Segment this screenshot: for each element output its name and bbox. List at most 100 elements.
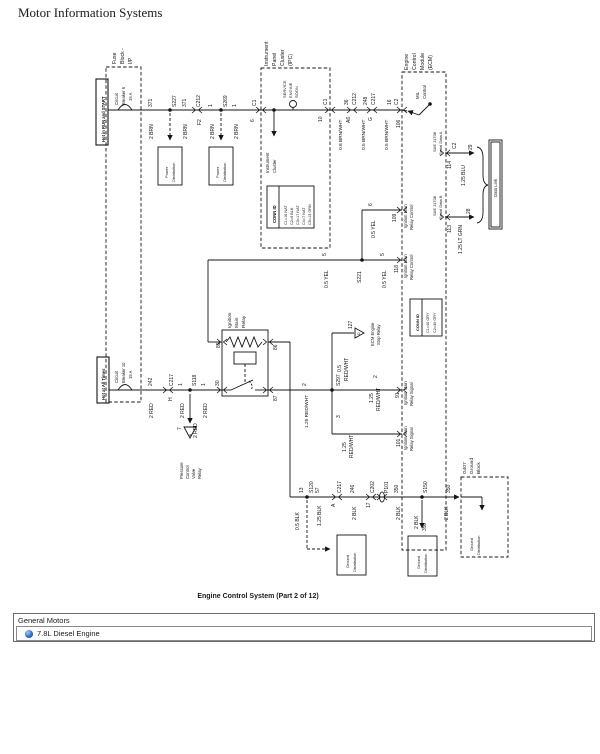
wire-label: C5=13 GRN <box>308 204 312 225</box>
fuse-block-box <box>105 66 142 403</box>
engine-item-label: 7.8L Diesel Engine <box>37 629 100 638</box>
junction-dot <box>360 258 364 262</box>
wire-label: 350 <box>422 522 428 531</box>
wire-label: 350 <box>446 484 452 493</box>
wire-label: 1 <box>232 104 238 107</box>
power-distribution-box-1 <box>157 146 183 186</box>
wire-label: 1 <box>201 383 207 386</box>
wire-label: 6 <box>250 119 256 122</box>
connector-chevron-icon <box>445 213 451 221</box>
ecm-engine-stop-relay-ref: ECM Engine <box>370 322 375 346</box>
wire-label: C2=30 GRY <box>433 312 437 333</box>
wire-label: B <box>189 433 193 436</box>
wire-label: Distribution <box>352 553 357 572</box>
connector-chevron-icon <box>396 256 402 264</box>
wire-label: 0.5 YEL <box>371 220 377 238</box>
connector-chevron-icon <box>372 106 378 114</box>
wire-label: 350 <box>394 484 400 493</box>
connector-chevron-icon <box>382 493 388 501</box>
wire-label: 371 <box>182 98 188 107</box>
ign-main-relay-signal-91: Ignition Main <box>403 381 408 405</box>
wire-label: 1.25 RED/WHT <box>304 395 310 428</box>
wire-label: 242 <box>148 377 154 386</box>
connector-c212: C212 <box>196 95 202 107</box>
junction-dot <box>428 102 432 106</box>
connector-chevron-icon <box>168 386 174 394</box>
vehicle-group-row[interactable]: General Motors <box>18 616 70 625</box>
wire-label: Distribution <box>171 163 176 182</box>
relay-core <box>233 351 257 365</box>
connector-chevron-icon <box>222 386 228 394</box>
connector-chevron-icon <box>371 493 377 501</box>
wire-label: SOON <box>294 86 299 98</box>
wire-label: 30 <box>215 380 221 386</box>
wire-label: 29 <box>468 144 474 150</box>
wire-label: 87 <box>273 395 279 401</box>
vehicle-item-row[interactable]: 7.8L Diesel Engine <box>16 626 592 641</box>
wire-label: 1.25 <box>342 442 348 452</box>
wire-label: Breaker 6 <box>121 86 126 105</box>
wire-label: 85 <box>216 342 222 348</box>
wire-label: RED/WHT <box>376 388 382 411</box>
connector-chevron-icon <box>352 106 358 114</box>
wire-label: 2 BRN <box>234 124 240 139</box>
wire-label: 0.5 YEL <box>382 270 388 288</box>
wire-label: Module <box>420 53 426 70</box>
power-distribution-ref-1: Power <box>164 166 169 178</box>
data-link-brace <box>476 146 489 224</box>
wire-label: RED/WHT <box>344 358 350 381</box>
wire-label: 7 <box>177 427 183 430</box>
connector-chevron-icon <box>402 386 408 394</box>
wire-label: 2 BRN <box>149 124 155 139</box>
circuit-breaker-6-label: Circuit <box>114 92 119 105</box>
wire-label: C217 <box>337 481 343 493</box>
wire-label: 28 <box>466 208 472 214</box>
wire-label: Relay <box>197 467 202 479</box>
wire-label: 106 <box>396 119 402 128</box>
serial-data-a-label: SAE J1708 <box>432 131 437 152</box>
circuit-breaker-10-label: Circuit <box>114 370 119 383</box>
wire-label: 2 BLK <box>352 506 358 520</box>
ipc-conn-id-box <box>266 185 315 229</box>
mil-driver-arm <box>418 104 430 116</box>
feed-label-all-times: Hot at All Times <box>101 368 106 400</box>
wire-label: 2 <box>302 383 308 386</box>
connector-chevron-icon <box>439 213 445 221</box>
wire-label: Distribution <box>222 163 227 182</box>
connector-chevron-icon <box>402 206 408 214</box>
vehicle-selector-panel: General Motors 7.8L Diesel Engine <box>13 613 595 642</box>
page-title: Motor Information Systems <box>18 5 163 20</box>
splice-s150: S150 <box>423 481 429 493</box>
wire-label: 2 <box>373 375 379 378</box>
connector-chevron-icon <box>324 106 330 114</box>
wire-label: 2 RED <box>193 423 199 438</box>
data-link-label: Data Link <box>493 178 498 197</box>
ign-main-relay-control-109: Ignition Main <box>403 204 408 228</box>
wire-label: Control <box>185 465 190 479</box>
wire-label: Control <box>412 53 418 70</box>
ground-distribution-ref-s150: Ground <box>416 556 421 569</box>
ecm-conn-id-header: CONN ID <box>415 314 420 331</box>
wire-label: 5 <box>322 253 328 256</box>
g407-ground-block-box <box>460 476 509 558</box>
power-distribution-ref-2: Power <box>215 166 220 178</box>
wire-label: C1 <box>252 99 258 106</box>
wire-label: ENGINE <box>288 82 293 98</box>
wire-label: C2 <box>394 98 400 105</box>
circuit-breaker-6-symbol <box>117 104 133 111</box>
relay-coil-zigzag <box>225 335 263 349</box>
wire-label: 248 <box>363 96 369 105</box>
wire-label: 16 <box>387 99 393 105</box>
wire-label: 371 <box>148 98 154 107</box>
ipc-box <box>260 67 331 249</box>
wire-label: 2 RED <box>203 403 209 418</box>
feed-label-box-run-start <box>95 78 109 146</box>
ign-main-relay-signal-101: Ignition Main <box>403 426 408 450</box>
wire-label: 86 <box>273 344 279 350</box>
junction-dot <box>330 388 334 392</box>
connector-chevron-icon <box>268 386 274 394</box>
triangle-connector-b <box>183 426 197 439</box>
connector-chevron-icon <box>162 386 168 394</box>
wire-label: Valve <box>191 468 196 479</box>
p101-grommet <box>379 491 385 503</box>
